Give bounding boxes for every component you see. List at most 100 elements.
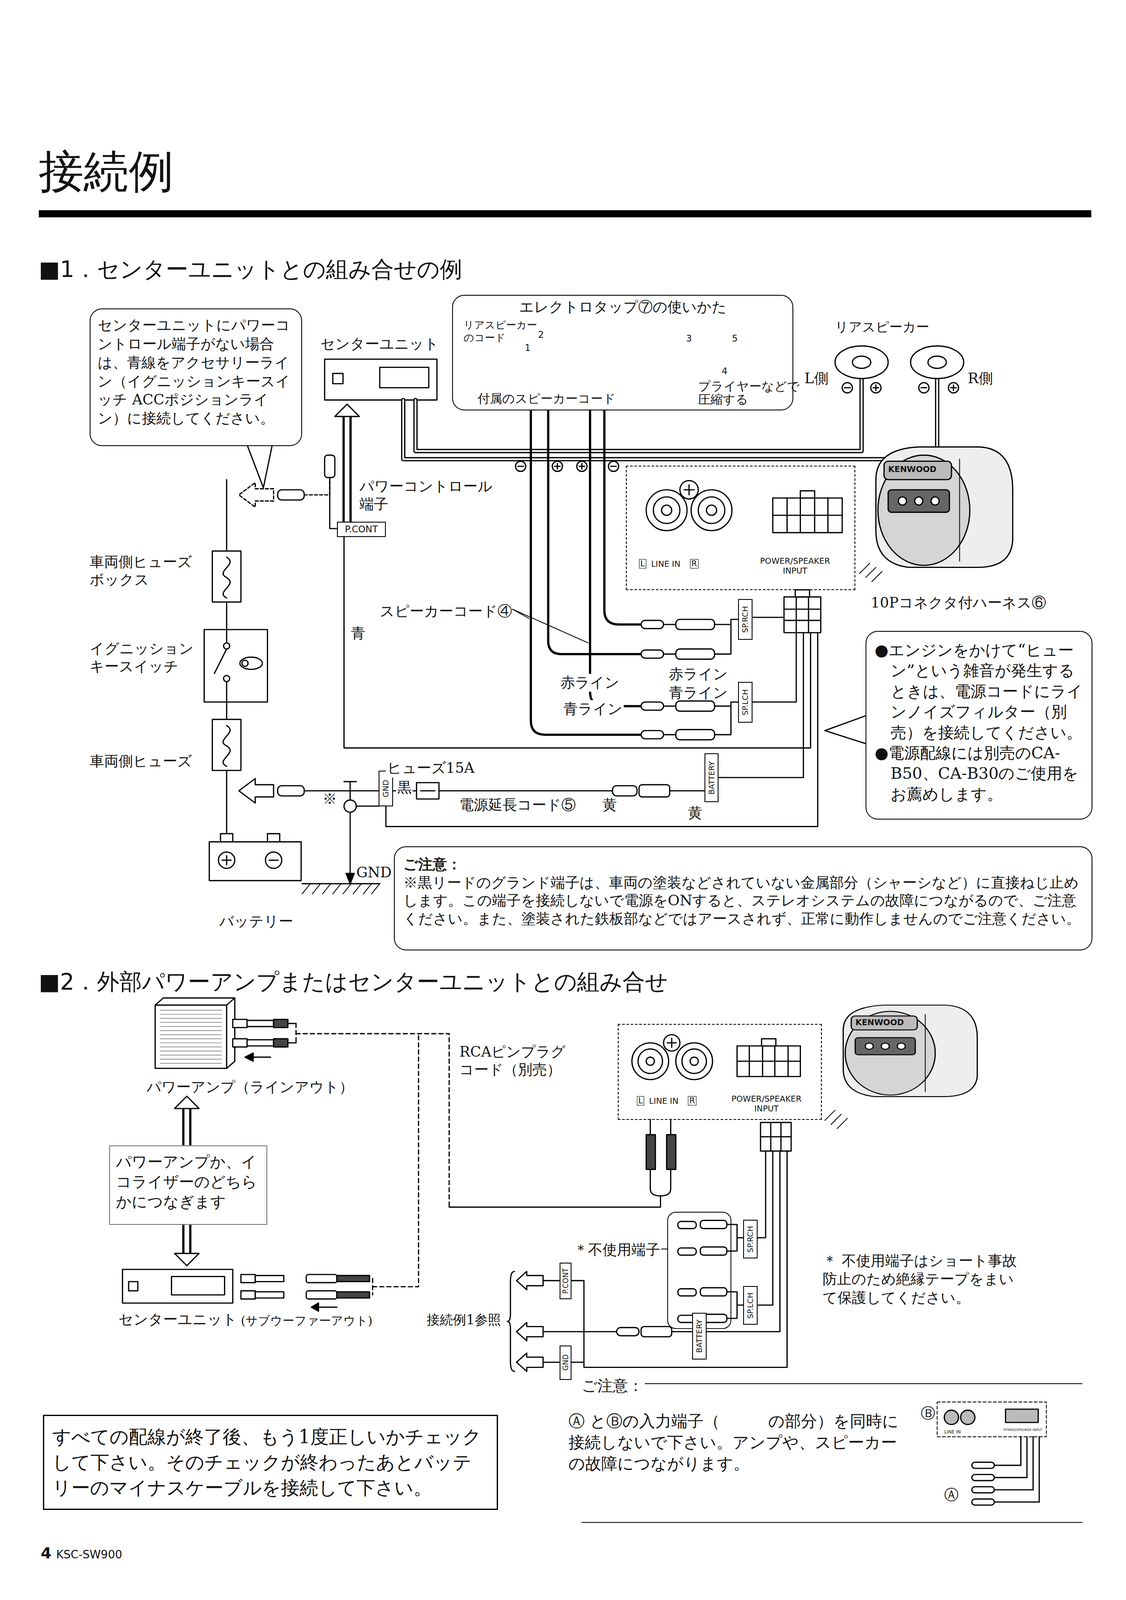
rca-cord	[372, 1033, 419, 1296]
input-panel-figure	[944, 1410, 959, 1425]
node-text: すべての配線が終了後、もう1度正しいかチェックして下さい。そのチェックが終わった…	[52, 1424, 489, 1501]
callout-box: ご注意：※黒リードのグランド端子は、車両の塗装などされていない金属部分（シャーシ…	[393, 846, 1093, 951]
part-label: RCAピンプラグ コード（別売）	[459, 1043, 567, 1079]
rear-speaker	[834, 345, 889, 379]
polarity-symbol	[842, 382, 853, 394]
page-number: 4	[40, 1543, 52, 1563]
subwoofer-figure	[843, 1005, 978, 1097]
subwoofer-figure	[930, 497, 940, 506]
harness	[385, 632, 818, 827]
node-text: LINE IN	[650, 559, 681, 569]
polarity-symbol	[679, 480, 699, 499]
node-text: ご注意：	[403, 855, 1084, 874]
device-figure: バッテリー	[209, 828, 304, 931]
node-text: パワーアンプか、イコライザーのどちらかにつなぎます	[115, 1152, 261, 1213]
power-amp-figure	[160, 1010, 222, 1064]
device-figure: パワーアンプ（ラインアウト）	[142, 1002, 358, 1097]
harness	[757, 1151, 766, 1238]
node-text: センターユニット	[320, 334, 439, 354]
center-unit-figure	[324, 359, 437, 400]
arrow-shaft	[182, 1108, 192, 1146]
callout-letter: Ⓑ	[920, 1404, 936, 1423]
wire-tag: P.CONT	[559, 1262, 572, 1300]
part-label: (サブウーファーアウト)	[240, 1313, 373, 1329]
rca-plug	[646, 1134, 656, 1170]
note-box: パワーアンプか、イコライザーのどちらかにつなぎます	[109, 1145, 268, 1226]
brand-mark: KENWOOD	[888, 464, 937, 475]
model-name: KSC-SW900	[56, 1547, 122, 1562]
node-text: LINE IN	[649, 1096, 679, 1107]
input-panel-figure	[690, 1057, 699, 1066]
center-unit-figure	[306, 1274, 337, 1283]
node-text: BATTERY	[707, 761, 716, 795]
input-panel-figure	[706, 505, 717, 516]
input-panel-figure	[638, 1049, 663, 1074]
reference-note: 接続例1参照	[426, 1311, 501, 1329]
wire-color: 青	[350, 624, 366, 643]
polarity-symbol	[610, 465, 617, 467]
rca-cord	[449, 1196, 661, 1208]
node-text: SP.LCH	[741, 689, 750, 716]
wire-tag: P.CONT	[336, 521, 386, 538]
input-panel-figure	[960, 1410, 976, 1425]
unused-terminal	[661, 1212, 744, 1329]
subwoofer-figure	[914, 497, 923, 506]
hollow-arrow	[174, 1225, 200, 1266]
ground	[344, 781, 357, 801]
input-panel-figure	[737, 1046, 801, 1077]
part-label: スピーカーコード④	[379, 602, 513, 621]
harness	[571, 1151, 787, 1368]
bullet-connector	[675, 649, 715, 660]
polarity-symbol	[948, 382, 959, 394]
subwoofer-figure	[898, 497, 907, 506]
polarity-symbol	[579, 463, 585, 470]
input-panel-figure	[681, 1049, 707, 1074]
polarity-symbol	[218, 382, 959, 1052]
input-panel-figure	[971, 1499, 995, 1506]
polarity-symbol	[552, 461, 563, 472]
arrow-head	[334, 404, 360, 417]
rule-line	[581, 1522, 1082, 1524]
rca-plug	[666, 1134, 677, 1170]
bullet-connector	[641, 701, 664, 711]
part-label: ヒューズ15A	[385, 759, 476, 778]
bullet-connector	[663, 705, 677, 708]
rule-line	[645, 1383, 1082, 1385]
node-text: ※黒リードのグランド端子は、車両の塗装などされていない金属部分（シャーシなど）に…	[403, 873, 1084, 928]
part-label: パワーコントロール 端子	[359, 477, 496, 514]
harness	[795, 589, 810, 597]
rca-plug	[288, 1023, 297, 1044]
node-text: P.CONT	[337, 522, 385, 537]
arrow-shaft	[342, 416, 352, 522]
acc-plug	[238, 455, 337, 529]
polarity-symbol	[608, 461, 619, 472]
node-text: GND	[562, 1354, 570, 1372]
wire-color: 青ライン	[562, 700, 624, 719]
note-heading: ご注意：	[581, 1376, 644, 1396]
vehicle-line	[223, 642, 230, 649]
node-text: GND	[381, 779, 390, 798]
rca-plug	[245, 1053, 254, 1062]
callout-number: 3	[686, 332, 693, 345]
node-text: バッテリー	[219, 912, 294, 931]
harness	[752, 632, 797, 702]
polarity-symbol	[844, 387, 851, 389]
node-text: エレクトロタップ⑦の使いかた	[455, 297, 791, 317]
input-panel-figure	[772, 497, 843, 533]
unused-terminal	[700, 1247, 727, 1256]
arrow-head	[174, 1253, 200, 1266]
power-line	[639, 784, 670, 798]
polarity-symbol	[663, 1034, 680, 1051]
note-text: ＊ 不使用端子はショート事故防止のため絶縁テープをまいて保護してください。	[822, 1251, 1027, 1308]
harness	[757, 1151, 773, 1306]
polarity-symbol	[576, 461, 587, 472]
input-panel: LLINE INRPOWER/SPEAKER INPUT	[625, 465, 856, 591]
unused-terminal	[677, 1247, 696, 1256]
harness	[783, 596, 821, 633]
note-tail	[824, 714, 870, 745]
brand-mark: KENWOOD	[855, 1017, 904, 1028]
arrow-shaft	[184, 1225, 190, 1254]
vehicle-line	[204, 479, 268, 834]
acc-plug	[277, 489, 304, 501]
power-line	[420, 790, 436, 792]
